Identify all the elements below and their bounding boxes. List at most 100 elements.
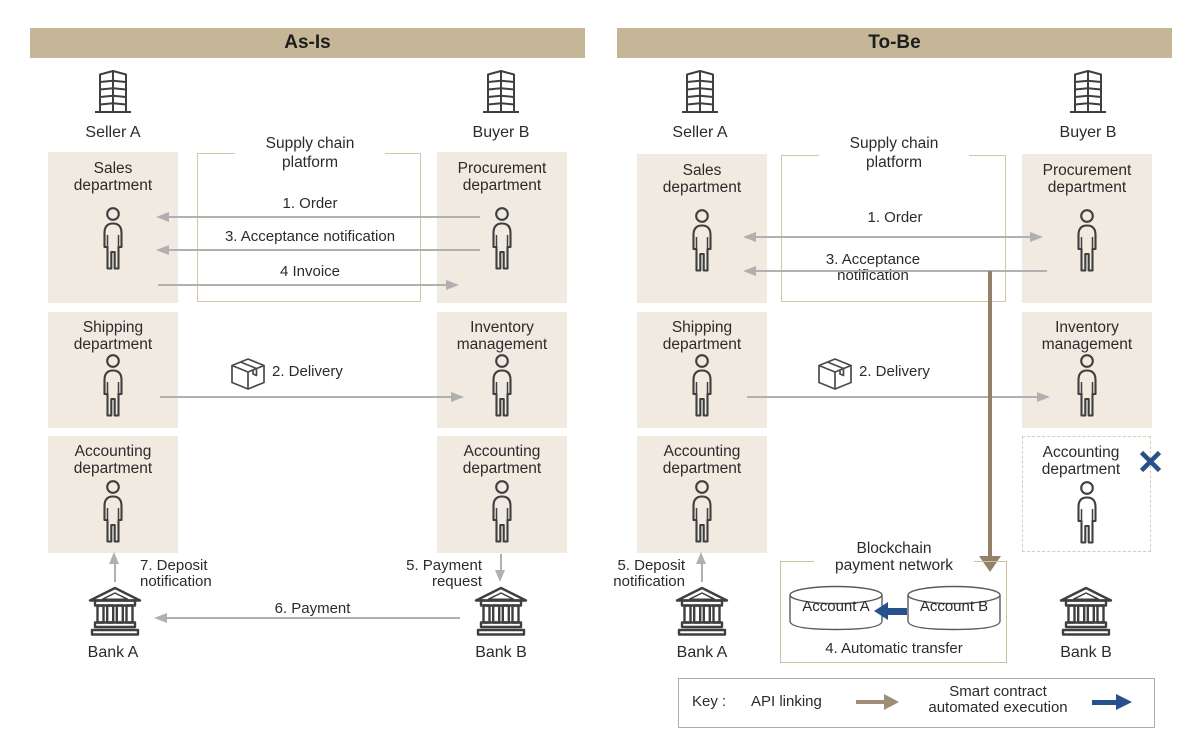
person-icon xyxy=(487,354,517,418)
flow-order-arrow xyxy=(169,216,480,218)
person-icon xyxy=(687,354,717,418)
arrowhead-up-icon xyxy=(696,552,706,564)
arrowhead-left-icon xyxy=(743,231,756,242)
flow-acceptance-label: 3. Acceptance notification xyxy=(825,251,921,284)
person-icon xyxy=(487,480,517,544)
bank-icon xyxy=(674,585,730,639)
flow-order-arrow xyxy=(756,236,1030,238)
package-icon xyxy=(816,357,854,391)
person-icon xyxy=(687,209,717,273)
buyer-b-label: Buyer B xyxy=(472,124,530,141)
legend-smart-contract-arrow xyxy=(1092,700,1116,705)
arrowhead-left-icon xyxy=(154,612,167,623)
asis-panel-header: As-Is xyxy=(30,28,585,58)
arrowhead-right-icon xyxy=(1037,391,1050,402)
flow-delivery-label: 2. Delivery xyxy=(272,363,343,380)
package-icon xyxy=(229,357,267,391)
flow-order-label: 1. Order xyxy=(282,195,338,212)
account-b-database: Account B xyxy=(906,585,1002,632)
person-icon xyxy=(1072,354,1102,418)
automatic-transfer-label: 4. Automatic transfer xyxy=(825,640,963,657)
building-icon xyxy=(1063,68,1113,116)
flow-acceptance-arrow xyxy=(756,270,1047,272)
smart-contract-transfer-arrow xyxy=(888,608,907,615)
bank-b-label: Bank B xyxy=(475,644,527,661)
seller-a-label: Seller A xyxy=(672,124,728,141)
flow-order-label: 1. Order xyxy=(867,209,923,226)
tobe-platform-title: Supply chain platform xyxy=(819,134,969,172)
arrowhead-left-icon xyxy=(156,211,169,222)
bank-b-label: Bank B xyxy=(1060,644,1112,661)
arrowhead-left-icon xyxy=(743,265,756,276)
person-icon xyxy=(98,207,128,271)
api-link-arrowhead-icon xyxy=(979,556,1001,572)
smart-contract-arrowhead-icon xyxy=(874,602,888,620)
flow-deposit-arrow xyxy=(114,563,116,582)
person-icon xyxy=(1072,209,1102,273)
building-icon xyxy=(675,68,725,116)
legend-smart-contract-arrowhead-icon xyxy=(1116,693,1132,710)
account-a-label: Account A xyxy=(802,598,870,615)
person-icon xyxy=(687,480,717,544)
tobe-title: To-Be xyxy=(868,32,921,53)
platform-title-line1: Supply chain xyxy=(849,135,939,152)
removed-x-icon xyxy=(1139,450,1162,473)
api-link-line xyxy=(988,271,992,557)
flow-acceptance-label: 3. Acceptance notification xyxy=(224,228,396,245)
flow-invoice-arrow xyxy=(158,284,446,286)
platform-title-line2: platform xyxy=(282,154,338,171)
arrowhead-right-icon xyxy=(451,391,464,402)
legend-api-arrowhead-icon xyxy=(884,694,899,710)
buyer-b-label: Buyer B xyxy=(1059,124,1117,141)
database-icon xyxy=(788,585,884,632)
flow-payment-arrow xyxy=(167,617,460,619)
asis-title: As-Is xyxy=(284,32,331,53)
arrowhead-right-icon xyxy=(446,279,459,290)
arrowhead-down-icon xyxy=(495,570,505,582)
legend-api-arrow xyxy=(856,700,884,704)
flow-deposit-arrow xyxy=(701,563,703,582)
account-b-label: Account B xyxy=(919,598,989,615)
legend-api-label: API linking xyxy=(751,693,822,710)
person-icon xyxy=(1072,481,1102,545)
legend-key-label: Key : xyxy=(692,693,727,710)
platform-title-line2: platform xyxy=(866,154,922,171)
flow-acceptance-arrow xyxy=(169,249,480,251)
building-icon xyxy=(88,68,138,116)
arrowhead-up-icon xyxy=(109,552,119,564)
flow-invoice-label: 4 Invoice xyxy=(279,263,341,280)
building-icon xyxy=(476,68,526,116)
person-icon xyxy=(98,354,128,418)
bank-icon xyxy=(87,585,143,639)
bank-icon xyxy=(473,585,529,639)
flow-delivery-arrow xyxy=(747,396,1037,398)
flow-delivery-label: 2. Delivery xyxy=(859,363,930,380)
flow-payment-request-arrow xyxy=(500,554,502,571)
blockchain-title-line1: Blockchain xyxy=(856,540,932,557)
platform-title-line1: Supply chain xyxy=(265,135,355,152)
